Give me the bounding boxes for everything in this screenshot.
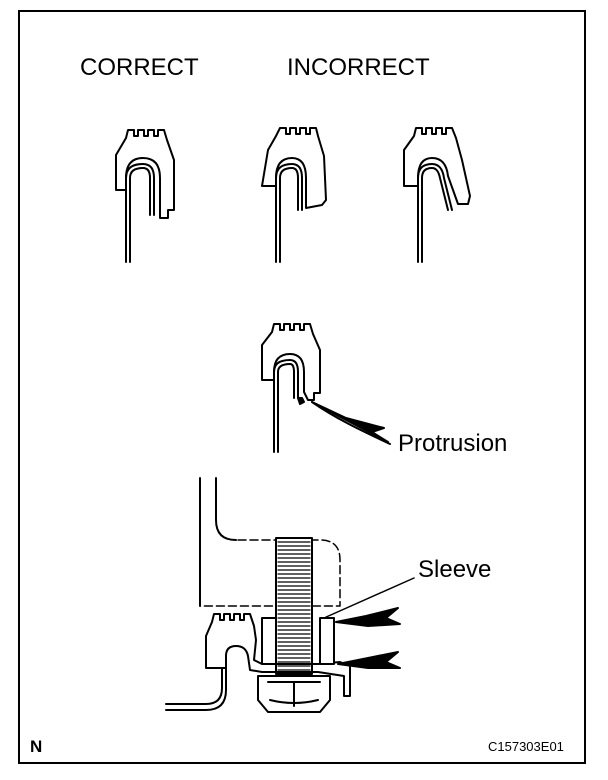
- sleeve-leader: [323, 577, 415, 619]
- bottom-panel: [165, 667, 227, 711]
- sleeve-left: [261, 617, 277, 665]
- clip-incorrect-2-body: [403, 127, 471, 205]
- upper-panel: [199, 477, 237, 607]
- sleeve-label: Sleeve: [418, 556, 492, 583]
- protrusion-leader-arrow: [311, 401, 391, 445]
- clip-protrusion-body: [261, 323, 321, 401]
- incorrect-label: INCORRECT: [287, 54, 430, 81]
- clip-incorrect-1-panel: [275, 163, 303, 263]
- protrusion-burr: [297, 397, 305, 405]
- protrusion-label: Protrusion: [398, 430, 508, 457]
- bolt-threads: [277, 541, 311, 671]
- sleeve-right: [319, 617, 335, 665]
- sleeve-assembly: [165, 477, 415, 713]
- clip-protrusion-panel: [273, 359, 299, 453]
- clip-protrusion: [261, 323, 321, 453]
- clip-correct: [115, 129, 175, 263]
- correct-label: CORRECT: [80, 54, 199, 81]
- sleeve-arrow-lower: [337, 651, 401, 669]
- clip-incorrect-1: [261, 127, 327, 263]
- clip-correct-body: [115, 129, 175, 219]
- sleeve-arrow-upper: [335, 607, 401, 627]
- clip-correct-panel: [125, 163, 155, 263]
- clip-incorrect-2-panel: [417, 163, 453, 263]
- clip-incorrect-1-body: [261, 127, 327, 209]
- bottom-clip-body: [205, 613, 351, 697]
- clip-incorrect-2: [403, 127, 471, 263]
- bracket-outline: [199, 539, 341, 607]
- north-marker: N: [30, 737, 43, 756]
- bolt-head: [257, 675, 331, 713]
- figure-code: C157303E01: [488, 739, 564, 754]
